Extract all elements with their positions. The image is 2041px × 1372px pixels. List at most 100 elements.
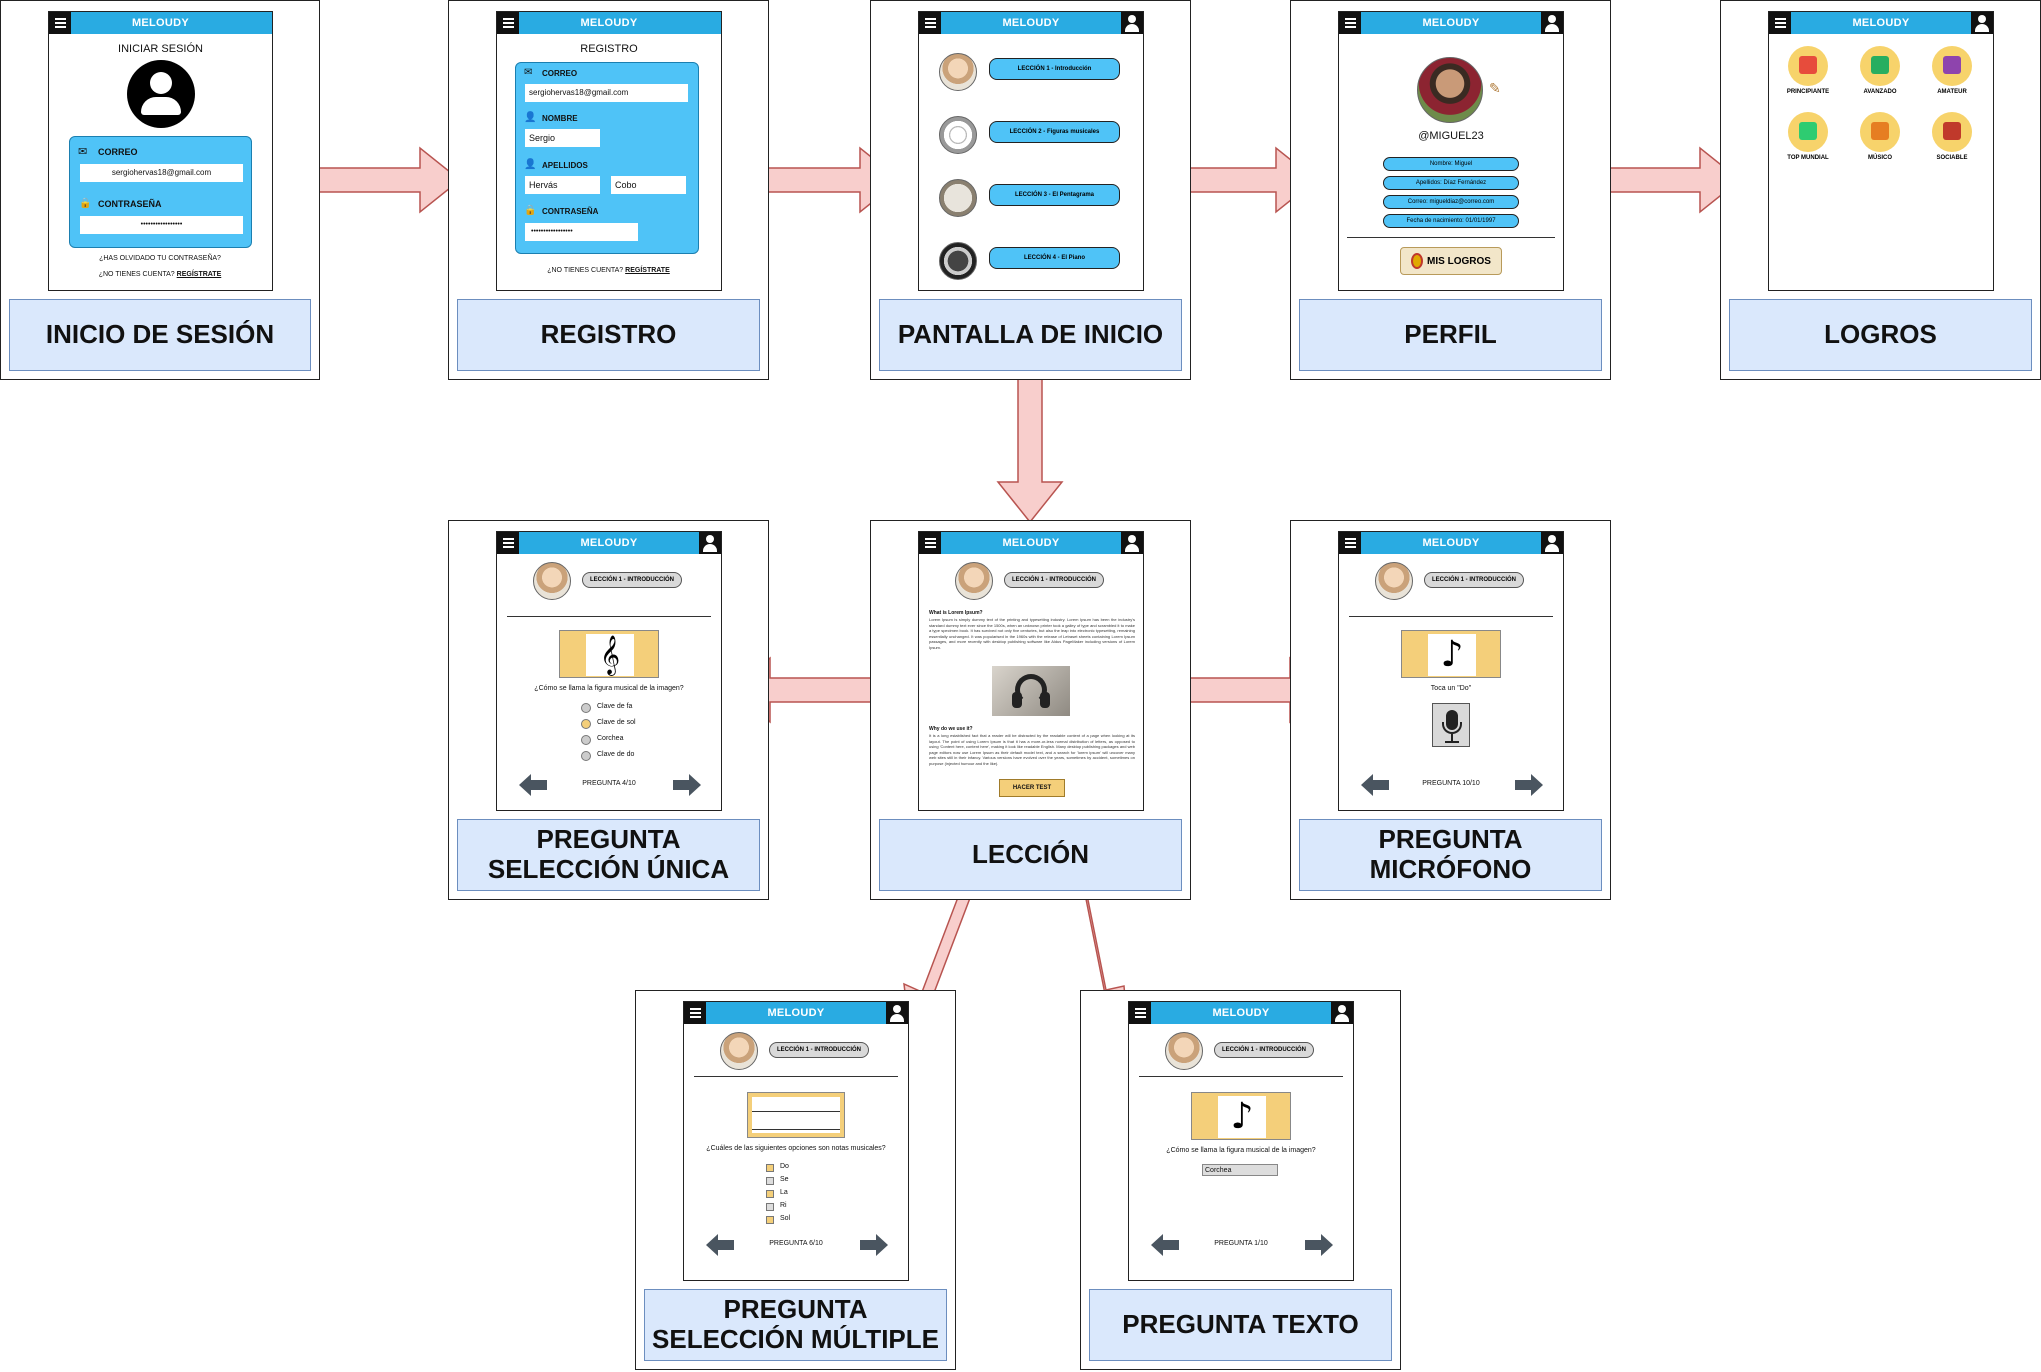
top-bar: MELOUDY (1129, 1002, 1353, 1024)
arrow-home-to-lesson (996, 375, 1064, 524)
card-pantalla-inicio: MELOUDY LECCIÓN 1 - Introducción LECCIÓN… (870, 0, 1191, 380)
email-field[interactable]: sergiohervas18@gmail.com (525, 84, 688, 102)
user-icon[interactable] (886, 1002, 908, 1024)
option-3-radio[interactable] (581, 735, 591, 745)
surname1-field[interactable]: Hervás (525, 176, 600, 194)
user-icon[interactable] (1971, 12, 1993, 34)
lesson4-thumbnail (939, 242, 977, 280)
option-4-checkbox[interactable] (766, 1203, 774, 1211)
next-arrow-icon[interactable] (1515, 774, 1543, 796)
prev-arrow-icon[interactable] (706, 1234, 734, 1256)
option-4-radio[interactable] (581, 751, 591, 761)
menu-icon[interactable] (919, 12, 941, 34)
label-logros: LOGROS (1729, 299, 2032, 371)
top-bar: MELOUDY (49, 12, 272, 34)
top-bar: MELOUDY (919, 532, 1143, 554)
answer-input[interactable]: Corchea (1202, 1164, 1278, 1176)
login-form: ✉ CORREO sergiohervas18@gmail.com 🔒 CONT… (69, 136, 252, 248)
option-1-checkbox[interactable] (766, 1164, 774, 1172)
prev-arrow-icon[interactable] (1361, 774, 1389, 796)
option-3-checkbox[interactable] (766, 1190, 774, 1198)
menu-icon[interactable] (497, 532, 519, 554)
menu-icon[interactable] (49, 12, 71, 34)
phone-home: MELOUDY LECCIÓN 1 - Introducción LECCIÓN… (918, 11, 1144, 291)
surname-label: APELLIDOS (542, 161, 588, 170)
next-arrow-icon[interactable] (1305, 1234, 1333, 1256)
user-icon[interactable] (699, 532, 721, 554)
prev-arrow-icon[interactable] (519, 774, 547, 796)
prev-arrow-icon[interactable] (1151, 1234, 1179, 1256)
option-2-radio[interactable] (581, 719, 591, 729)
app-title: MELOUDY (1002, 537, 1060, 549)
top-bar: MELOUDY (684, 1002, 908, 1024)
password-field[interactable]: ••••••••••••••••• (525, 223, 638, 241)
app-title: MELOUDY (767, 1007, 825, 1019)
email-field[interactable]: sergiohervas18@gmail.com (80, 164, 243, 182)
question-counter: PREGUNTA 6/10 (769, 1240, 823, 1247)
lesson3-button[interactable]: LECCIÓN 3 - El Pentagrama (989, 184, 1120, 206)
note-image: ♪ (1401, 630, 1501, 678)
forgot-password-link[interactable]: ¿HAS OLVIDADO TU CONTRASEÑA? (99, 255, 221, 262)
staff-notes-icon (752, 1097, 840, 1133)
next-arrow-icon[interactable] (860, 1234, 888, 1256)
next-arrow-icon[interactable] (673, 774, 701, 796)
option-1-radio[interactable] (581, 703, 591, 713)
user-icon[interactable] (1331, 1002, 1353, 1024)
badge-avanzado-label: AVANZADO (1863, 89, 1897, 95)
lock-icon: 🔒 (524, 205, 537, 216)
badge-avanzado-icon (1860, 46, 1900, 86)
label-pregunta-unica: PREGUNTA SELECCIÓN ÚNICA (457, 819, 760, 891)
lesson-heading-1: What is Lorem Ipsum? (929, 610, 983, 616)
label-pantalla-inicio: PANTALLA DE INICIO (879, 299, 1182, 371)
divider (694, 1076, 898, 1077)
profile-field-email: Correo: migueldiaz@correo.com (1383, 195, 1519, 209)
password-label: CONTRASEÑA (98, 199, 162, 209)
lock-icon: 🔒 (79, 198, 92, 209)
achievements-button[interactable]: MIS LOGROS (1400, 247, 1502, 275)
name-label: NOMBRE (542, 114, 578, 123)
take-test-button[interactable]: HACER TEST (999, 779, 1065, 797)
no-account-text: ¿NO TIENES CUENTA? (98, 271, 175, 278)
menu-icon[interactable] (1769, 12, 1791, 34)
lesson4-button[interactable]: LECCIÓN 4 - El Piano (989, 247, 1120, 269)
lesson2-thumbnail (939, 116, 977, 154)
menu-icon[interactable] (1339, 12, 1361, 34)
app-title: MELOUDY (580, 17, 638, 29)
question-text: ¿Cómo se llama la figura musical de la i… (1166, 1147, 1316, 1154)
menu-icon[interactable] (1129, 1002, 1151, 1024)
password-label: CONTRASEÑA (542, 207, 599, 216)
user-icon[interactable] (1121, 532, 1143, 554)
option-2-checkbox[interactable] (766, 1177, 774, 1185)
edit-pencil-icon[interactable]: ✎ (1489, 80, 1501, 96)
badge-musico-label: MÚSICO (1868, 155, 1892, 161)
divider (1139, 1076, 1343, 1077)
user-icon[interactable] (1121, 12, 1143, 34)
menu-icon[interactable] (1339, 532, 1361, 554)
lesson2-button[interactable]: LECCIÓN 2 - Figuras musicales (989, 121, 1120, 143)
password-field[interactable]: ••••••••••••••••• (80, 216, 243, 234)
mail-icon: ✉ (78, 146, 88, 158)
register-link[interactable]: REGÍSTRATE (176, 271, 222, 278)
surname2-field[interactable]: Cobo (611, 176, 686, 194)
app-title: MELOUDY (131, 17, 190, 29)
user-icon[interactable] (1541, 532, 1563, 554)
email-label: CORREO (98, 147, 138, 157)
lesson1-button[interactable]: LECCIÓN 1 - Introducción (989, 58, 1120, 80)
badge-sociable-icon (1932, 112, 1972, 152)
lesson-heading-2: Why do we use it? (929, 726, 973, 732)
app-title: MELOUDY (1422, 17, 1480, 29)
menu-icon[interactable] (684, 1002, 706, 1024)
badge-top-mundial-icon (1788, 112, 1828, 152)
option-5-checkbox[interactable] (766, 1216, 774, 1224)
medal-icon (1411, 253, 1424, 269)
microphone-button[interactable] (1432, 703, 1470, 747)
badge-amateur-icon (1932, 46, 1972, 86)
menu-icon[interactable] (497, 12, 519, 34)
menu-icon[interactable] (919, 532, 941, 554)
card-inicio-sesion: MELOUDY INICIAR SESIÓN ✉ CORREO sergiohe… (0, 0, 320, 380)
name-field[interactable]: Sergio (525, 129, 600, 147)
user-icon[interactable] (1541, 12, 1563, 34)
register-form: ✉ CORREO sergiohervas18@gmail.com 👤 NOMB… (515, 62, 699, 254)
register-link[interactable]: REGÍSTRATE (625, 267, 670, 274)
